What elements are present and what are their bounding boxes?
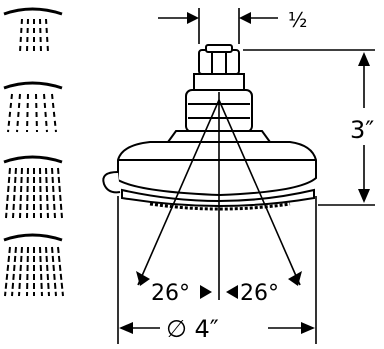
diameter-label: ∅ 4″ xyxy=(166,315,219,343)
height-label: 3″ xyxy=(350,116,374,144)
height-dimension xyxy=(243,49,375,206)
spray-cone-right-edge xyxy=(218,99,301,286)
connection-nut xyxy=(198,49,240,75)
spray-lever xyxy=(102,171,121,194)
diameter-dimension xyxy=(117,196,317,344)
nozzle-ring xyxy=(149,202,291,211)
spray-pattern-2-icon xyxy=(3,81,63,133)
spray-pattern-1-icon xyxy=(3,7,63,53)
angle-dimension xyxy=(136,271,302,299)
spray-cone-left-edge xyxy=(137,99,220,286)
shower-head-body xyxy=(102,44,317,211)
spray-cone xyxy=(137,92,301,300)
spray-pattern-4-icon xyxy=(3,233,64,297)
spray-angle-left-label: 26° xyxy=(151,281,190,306)
connection-dimension xyxy=(158,8,278,44)
connection-size-label: ½ xyxy=(288,8,307,32)
spray-pattern-3-icon xyxy=(3,155,63,219)
spray-pattern-panel xyxy=(3,7,64,297)
spray-angle-right-label: 26° xyxy=(240,281,279,306)
head-dome xyxy=(117,141,317,197)
